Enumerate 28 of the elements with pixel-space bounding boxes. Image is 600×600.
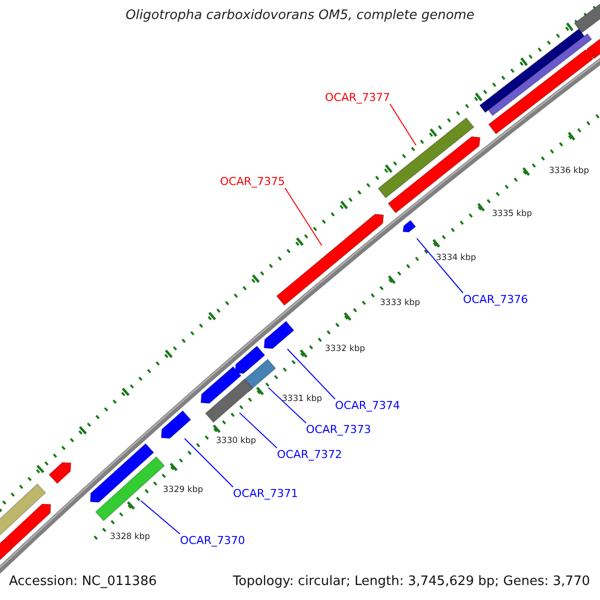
scale-label: 3329 kbp: [163, 485, 204, 495]
gene-label: OCAR_7371: [233, 487, 298, 500]
leader-line: [390, 104, 416, 146]
accession-text: Accession: NC_011386: [9, 574, 157, 589]
gene-label: OCAR_7372: [277, 448, 342, 461]
leader-line: [184, 438, 234, 488]
scale-label: 3328 kbp: [110, 532, 150, 542]
genome-stats-text: Topology: circular; Length: 3,745,629 bp; Genes: 3,770: [232, 574, 590, 589]
gene-label: OCAR_7370: [180, 534, 246, 547]
leader-line: [416, 238, 464, 294]
scale-label: 3332 kbp: [325, 344, 366, 354]
scale-label: 3330 kbp: [216, 436, 256, 446]
leader-line: [284, 188, 322, 246]
leader-line: [286, 348, 336, 400]
gene-label: OCAR_7374: [335, 399, 400, 412]
map-title: Oligotropha carboxidovorans OM5, complete genome: [124, 8, 476, 23]
scale-label: 3331 kbp: [282, 394, 322, 404]
scale-label: 3336 kbp: [549, 166, 590, 176]
gene-label: OCAR_7373: [306, 423, 372, 436]
gene-label: OCAR_7377: [325, 91, 390, 104]
leader-line: [268, 387, 306, 424]
scale-label: 3334 kbp: [436, 253, 476, 263]
leader-line: [140, 500, 180, 534]
scale-label: 3333 kbp: [380, 298, 420, 308]
leader-line: [239, 412, 278, 448]
gene-label: OCAR_7376: [463, 293, 528, 306]
gene-label: OCAR_7375: [220, 175, 286, 188]
scale-label: 3335 kbp: [492, 209, 532, 219]
